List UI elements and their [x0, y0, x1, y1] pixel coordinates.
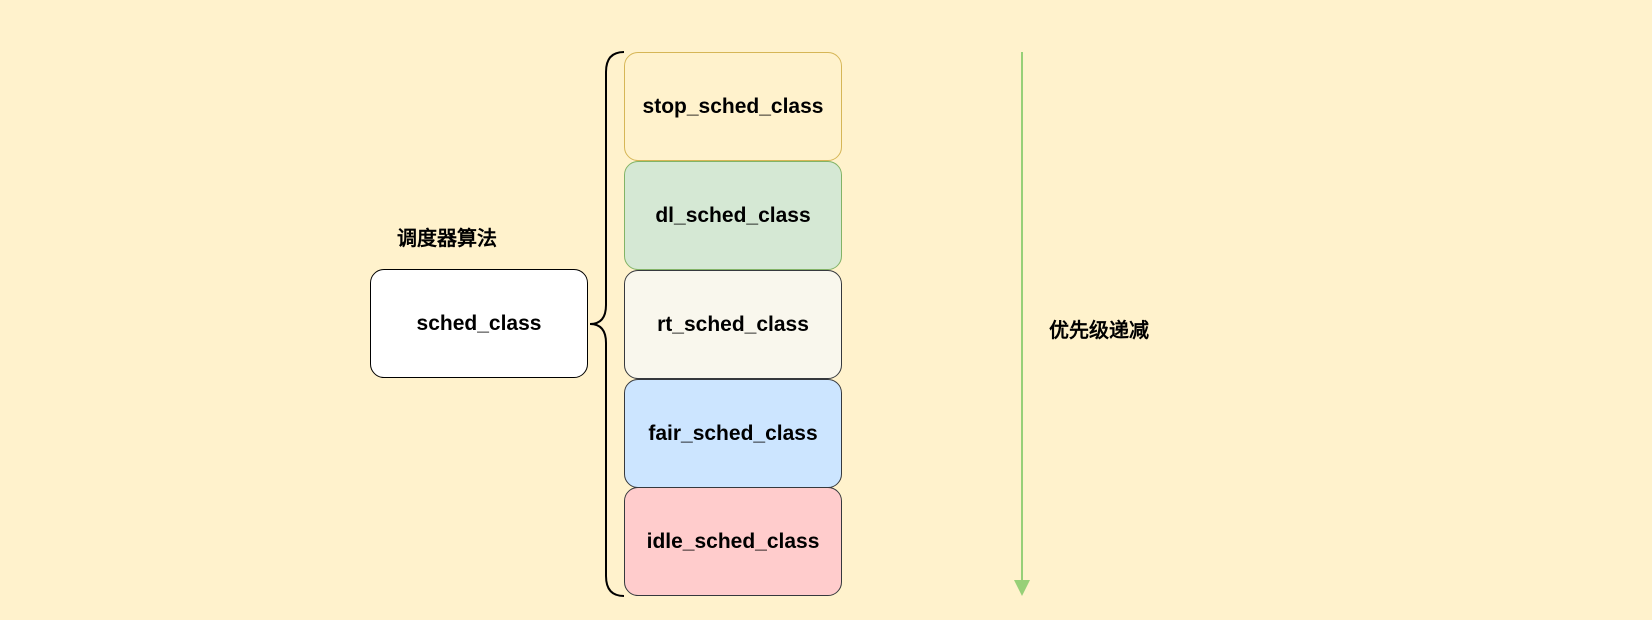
class-label-idle: idle_sched_class [646, 529, 820, 553]
class-box-idle: idle_sched_class [624, 487, 842, 596]
class-label-fair: fair_sched_class [648, 421, 818, 445]
class-box-rt: rt_sched_class [624, 270, 842, 379]
class-label-dl: dl_sched_class [655, 203, 811, 227]
class-label-rt: rt_sched_class [657, 312, 809, 336]
class-label-stop: stop_sched_class [642, 94, 824, 118]
class-box-dl: dl_sched_class [624, 161, 842, 270]
base-class-box: sched_class [370, 269, 588, 378]
group-label: 调度器算法 [397, 228, 497, 250]
base-class-label: sched_class [416, 311, 542, 335]
class-box-stop: stop_sched_class [624, 52, 842, 161]
priority-label: 优先级递减 [1049, 320, 1149, 342]
